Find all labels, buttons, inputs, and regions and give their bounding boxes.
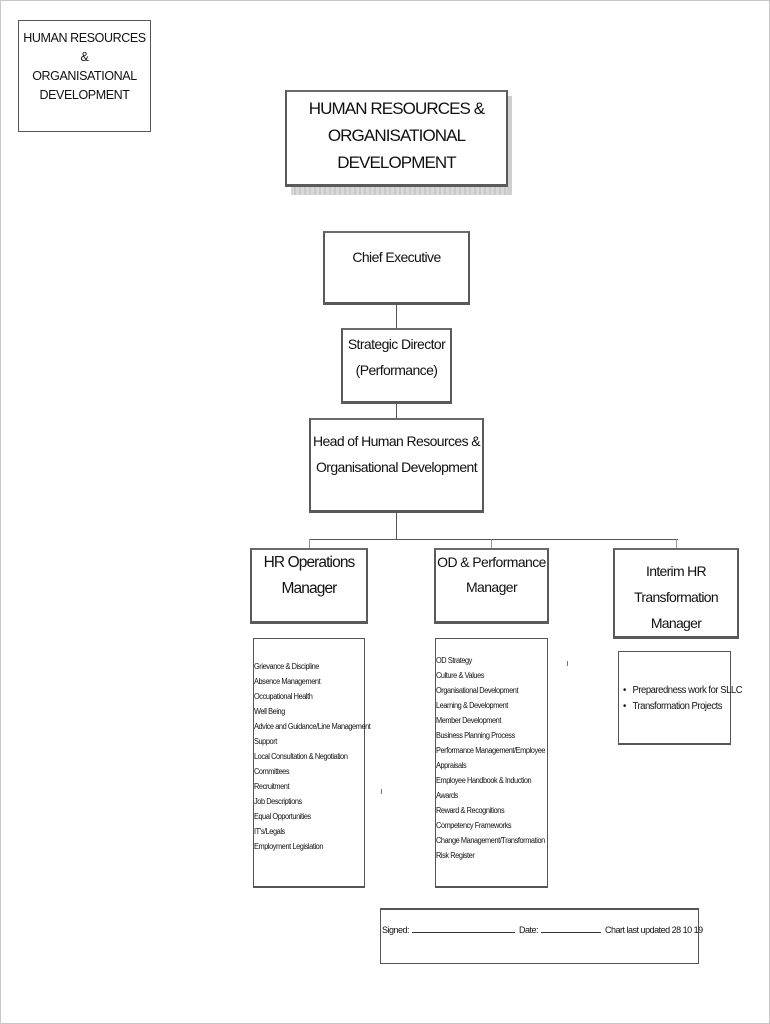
list-item: Grievance & Discipline bbox=[254, 662, 319, 671]
corner-label-text: HUMAN RESOURCES & ORGANISATIONAL DEVELOP… bbox=[23, 31, 146, 102]
list-item: Awards bbox=[436, 791, 458, 800]
node-chief-executive: Chief Executive bbox=[323, 231, 470, 305]
list-item: Employee Handbook & Induction bbox=[436, 776, 532, 785]
main-title-shadow bbox=[291, 186, 512, 195]
node-hr-operations-manager: HR Operations Manager bbox=[250, 548, 368, 624]
list-item: Appraisals bbox=[436, 761, 467, 770]
last-updated-text: Chart last updated 28 10 19 bbox=[605, 925, 703, 935]
node-head-of-hr-title: Head of Human Resources & Organisational… bbox=[312, 433, 481, 475]
node-strategic-director-title: Strategic Director (Performance) bbox=[347, 336, 446, 378]
list-item: Risk Register bbox=[436, 851, 475, 860]
list-item: Advice and Guidance/Line Management bbox=[254, 722, 371, 731]
list-item: Well Being bbox=[254, 707, 285, 716]
list-item: Change Management/Transformation bbox=[436, 836, 545, 845]
list-item: Competency Frameworks bbox=[436, 821, 512, 830]
connector-horizontal-bus bbox=[309, 539, 678, 540]
signature-block: Signed: Date: Chart last updated 28 10 1… bbox=[380, 908, 703, 964]
bullet-item: Transformation Projects bbox=[623, 699, 725, 715]
corner-label-box: HUMAN RESOURCES & ORGANISATIONAL DEVELOP… bbox=[18, 20, 151, 132]
list-item: Learning & Development bbox=[436, 701, 508, 710]
connector-ce-sd bbox=[396, 305, 397, 328]
list-item: Member Development bbox=[436, 716, 501, 725]
list-item: Business Planning Process bbox=[436, 731, 515, 740]
stray-mark bbox=[567, 661, 568, 666]
list-item: Reward & Recognitions bbox=[436, 806, 505, 815]
interim-hr-responsibilities: Preparedness work for SLLC Transformatio… bbox=[618, 651, 743, 745]
connector-bus-hro bbox=[309, 539, 310, 548]
bullet-item: Preparedness work for SLLC bbox=[623, 683, 743, 699]
hr-operations-responsibilities: Grievance & Discipline Absence Managemen… bbox=[253, 638, 371, 888]
list-item: OD Strategy bbox=[436, 656, 472, 665]
signature-row: Signed: Date: Chart last updated 28 10 1… bbox=[382, 922, 703, 935]
od-performance-responsibilities: OD Strategy Culture & Values Organisatio… bbox=[435, 638, 548, 888]
bullet-list: Preparedness work for SLLC Transformatio… bbox=[623, 683, 743, 715]
list-item: Job Descriptions bbox=[254, 797, 302, 806]
main-title-text: HUMAN RESOURCES & ORGANISATIONAL DEVELOP… bbox=[308, 99, 485, 172]
list-item: Culture & Values bbox=[436, 671, 485, 680]
connector-sd-head bbox=[396, 404, 397, 418]
responsibility-list: OD Strategy Culture & Values Organisatio… bbox=[436, 653, 547, 863]
date-line bbox=[541, 922, 602, 933]
connector-bus-odp bbox=[491, 539, 492, 548]
node-head-of-hr: Head of Human Resources & Organisational… bbox=[309, 418, 484, 513]
stray-mark bbox=[381, 789, 382, 794]
list-item: Employment Legislation bbox=[254, 842, 324, 851]
list-item: Organisational Development bbox=[436, 686, 519, 695]
list-item: Recruitment bbox=[254, 782, 290, 791]
main-title-shadow-right bbox=[507, 96, 512, 195]
connector-bus-ihr bbox=[676, 539, 677, 548]
node-od-performance-manager: OD & Performance Manager bbox=[434, 548, 549, 624]
signature-line bbox=[412, 922, 516, 933]
list-item: Performance Management/Employee bbox=[436, 746, 546, 755]
list-item: Committees bbox=[254, 767, 290, 776]
node-interim-hr-transformation-manager: Interim HR Transformation Manager bbox=[613, 548, 739, 639]
node-interim-hr-transformation-manager-title: Interim HR Transformation Manager bbox=[634, 563, 719, 631]
responsibility-list: Grievance & Discipline Absence Managemen… bbox=[254, 659, 371, 854]
list-item: Absence Management bbox=[254, 677, 321, 686]
node-strategic-director: Strategic Director (Performance) bbox=[341, 328, 452, 404]
connector-head-bus bbox=[396, 513, 397, 539]
node-hr-operations-manager-title: HR Operations Manager bbox=[263, 554, 356, 597]
node-chief-executive-title: Chief Executive bbox=[352, 249, 441, 265]
list-item: Equal Opportunities bbox=[254, 812, 311, 821]
list-item: Support bbox=[254, 737, 277, 746]
date-label: Date: bbox=[519, 925, 539, 935]
signed-label: Signed: bbox=[382, 925, 410, 935]
list-item: IT's/Legals bbox=[254, 827, 285, 836]
main-title-box: HUMAN RESOURCES & ORGANISATIONAL DEVELOP… bbox=[285, 90, 508, 187]
list-item: Local Consultation & Negotiation bbox=[254, 752, 348, 761]
node-od-performance-manager-title: OD & Performance Manager bbox=[437, 554, 546, 595]
list-item: Occupational Health bbox=[254, 692, 313, 701]
